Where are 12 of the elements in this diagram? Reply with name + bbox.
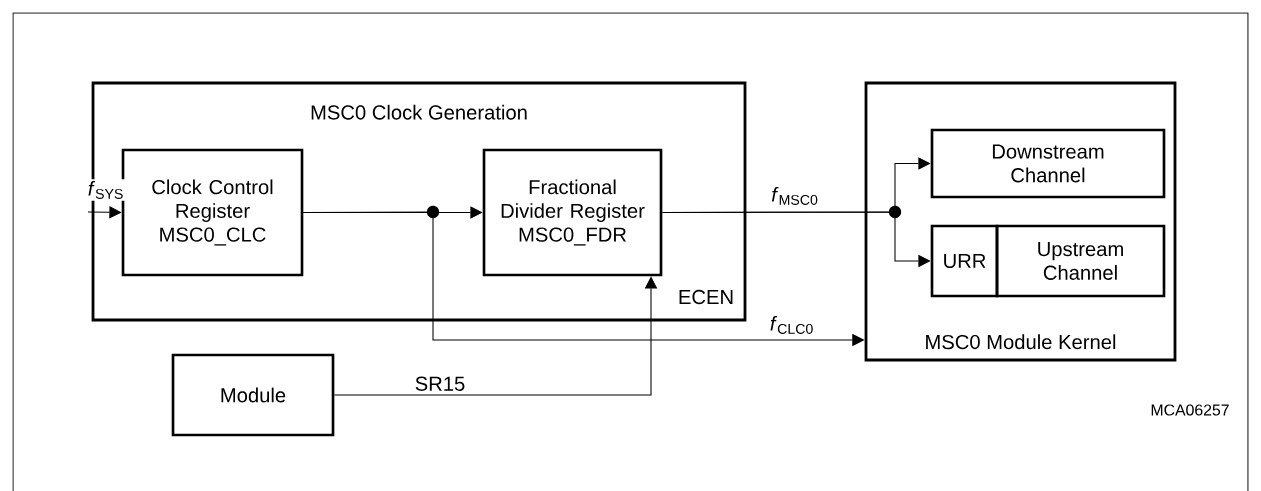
signal-label: f$_{CLC0}$ — [768, 314, 816, 336]
register-box: Module — [171, 353, 335, 437]
register-box: Fractional Divider Register MSC0_FDR — [482, 148, 663, 277]
register-box: URR — [930, 224, 999, 298]
signal-label: SR15 — [412, 374, 468, 393]
figure-id: MCA06257 — [1151, 404, 1229, 416]
register-box: Downstream Channel — [930, 128, 1166, 199]
signal-label: f$_{MSC0}$ — [769, 185, 821, 207]
register-box: Upstream Channel — [995, 224, 1166, 298]
arrow — [87, 206, 122, 219]
signal-label: f$_{SYS}$ — [86, 179, 127, 201]
signal-label: ECEN — [679, 289, 733, 305]
